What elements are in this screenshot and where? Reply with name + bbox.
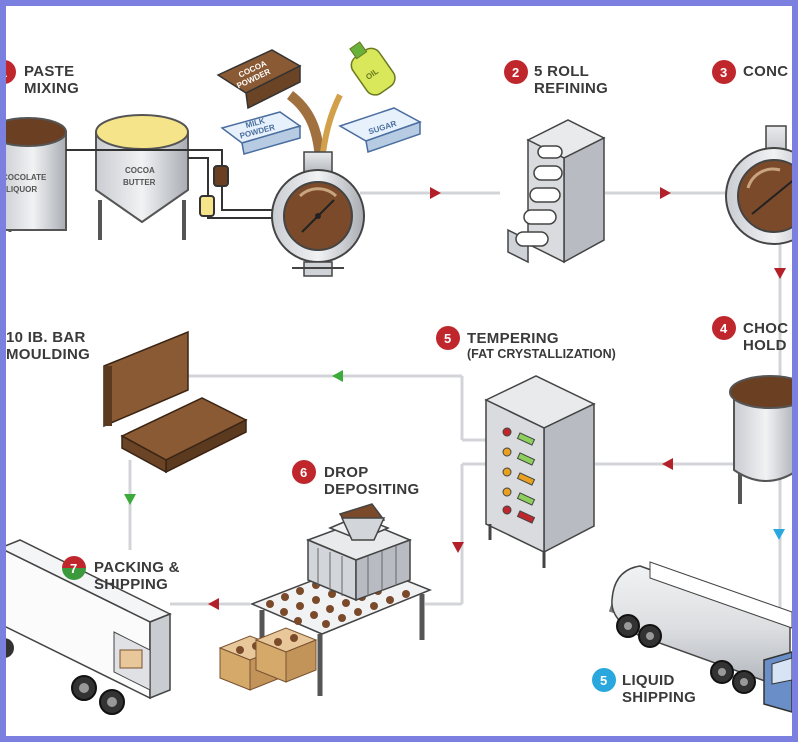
- step-badge: [436, 326, 460, 350]
- butter-label-2: BUTTER: [123, 178, 156, 187]
- moulding-label: 10 IB. BAR MOULDING: [6, 329, 90, 363]
- liquor-label-2: LIQUOR: [6, 185, 37, 194]
- step-number: 3: [720, 65, 727, 80]
- arrow-down-icon: [774, 268, 786, 279]
- step-subtitle: DEPOSITING: [324, 481, 420, 498]
- step-5-label: 5 TEMPERING (FAT CRYSTALLIZATION): [436, 326, 616, 361]
- moulding-subtitle: MOULDING: [6, 346, 90, 363]
- sugar-box: SUGAR: [338, 107, 422, 153]
- step-4-label: 4 CHOC HOLD: [712, 316, 788, 354]
- step-subtitle: HOLD: [743, 337, 787, 354]
- step-number: 7: [70, 561, 77, 576]
- step-6-label: 6 DROP DEPOSITING: [292, 460, 420, 498]
- step-1-label: 1 PASTE MIXING: [0, 60, 79, 97]
- step-title: PACKING &: [94, 559, 180, 576]
- cocoa-powder-bag: COCOA POWDER: [216, 49, 302, 110]
- step-2-label: 2 5 ROLL REFINING: [504, 60, 608, 97]
- step-7-label: 7 PACKING & SHIPPING: [62, 556, 180, 593]
- step-number: 1: [0, 65, 7, 80]
- step-3-label: 3 CONC: [712, 60, 788, 84]
- arrow-down-icon: [124, 494, 136, 505]
- arrow-left-icon: [208, 598, 219, 610]
- step-subtitle: (FAT CRYSTALLIZATION): [467, 347, 616, 361]
- tempering-cabinet: [484, 375, 596, 568]
- arrow-left-icon: [332, 370, 343, 382]
- liquor-tank: COCOLATE LIQUOR: [0, 117, 67, 232]
- butter-label-1: COCOA: [125, 166, 155, 175]
- step-subtitle: MIXING: [24, 80, 79, 97]
- step-number: 4: [720, 321, 728, 336]
- tanker-truck: [608, 561, 793, 713]
- milk-powder-box: MILK POWDER: [220, 111, 302, 155]
- arrow-down-icon: [773, 529, 785, 540]
- paste-mixer: [271, 151, 365, 277]
- ingredient-pour: COCOA POWDER MILK POWDER SUGAR OIL: [216, 41, 422, 161]
- step-subtitle: SHIPPING: [94, 576, 168, 593]
- arrow-right-icon: [660, 187, 671, 199]
- roll-refiner: [507, 119, 606, 264]
- step-number: 6: [300, 465, 307, 480]
- liquid-shipping-label: 5 LIQUID SHIPPING: [592, 668, 696, 706]
- step-title: CHOC: [743, 320, 788, 337]
- chocolate-boxes: [218, 627, 318, 691]
- step-title: 5 ROLL: [534, 63, 589, 80]
- liquor-label-1: COCOLATE: [2, 173, 47, 182]
- step-subtitle: SHIPPING: [622, 689, 696, 706]
- step-number: 2: [512, 65, 519, 80]
- step-title: LIQUID: [622, 672, 675, 689]
- step-badge: [504, 60, 528, 84]
- delivery-truck: [0, 539, 172, 715]
- step-title: TEMPERING: [467, 330, 559, 347]
- step-badge: [712, 60, 736, 84]
- step-number: 5: [600, 673, 607, 688]
- arrow-right-icon: [430, 187, 441, 199]
- arrow-down-icon: [452, 542, 464, 553]
- holding-tank: [729, 375, 798, 504]
- moulding-title: 10 IB. BAR: [6, 329, 86, 346]
- step-badge: [292, 460, 316, 484]
- drop-depositor: [218, 503, 433, 696]
- oil-bottle: OIL: [349, 41, 396, 96]
- step-title: CONC: [743, 63, 788, 80]
- step-badge: [712, 316, 736, 340]
- step-title: DROP: [324, 464, 369, 481]
- conche-machine: [725, 125, 798, 245]
- arrow-left-icon: [662, 458, 673, 470]
- bar-mould: [103, 330, 248, 474]
- flow-arrows: [124, 187, 786, 610]
- step-subtitle: REFINING: [534, 80, 608, 97]
- step-title: PASTE: [24, 63, 74, 80]
- cocoa-butter-tank: COCOA BUTTER: [95, 114, 189, 240]
- step-number: 5: [444, 331, 451, 346]
- mixer-pipes: [66, 149, 280, 219]
- step-badge: [592, 668, 616, 692]
